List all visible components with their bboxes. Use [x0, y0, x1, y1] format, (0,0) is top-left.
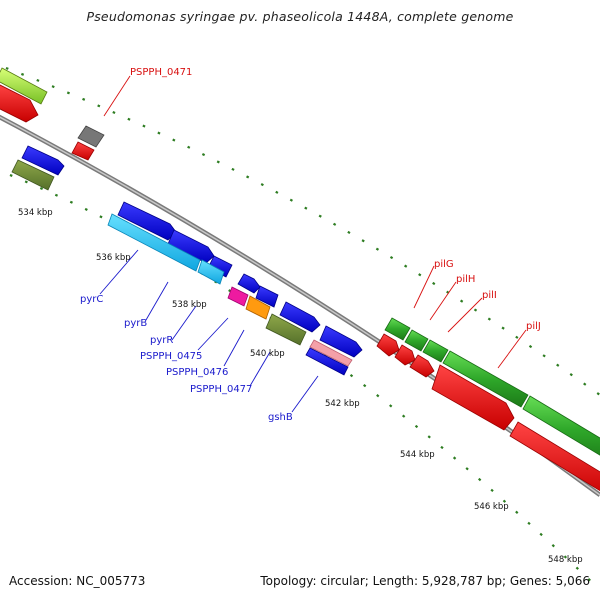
- map-title: Pseudomonas syringae pv. phaseolicola 14…: [86, 9, 514, 24]
- gene-arrow: [522, 395, 600, 456]
- gene-label-pili: pilI: [482, 290, 497, 301]
- gene-arrow: [409, 354, 435, 378]
- gene-arrow: [394, 344, 416, 366]
- gene-label-pyrr: pyrR: [150, 335, 173, 346]
- scale-labels: 534 kbp 536 kbp 538 kbp 540 kbp 542 kbp …: [18, 208, 583, 565]
- cds-bar: [107, 213, 201, 272]
- scale-label: 538 kbp: [172, 300, 207, 310]
- accession-text: Accession: NC_005773: [9, 574, 146, 588]
- gene-label-pspph-0477: PSPPH_0477: [190, 384, 252, 395]
- scale-label: 536 kbp: [96, 253, 131, 263]
- scale-label: 544 kbp: [400, 450, 435, 460]
- gene-arrow: [0, 84, 39, 123]
- scale-label: 534 kbp: [18, 208, 53, 218]
- gene-track-upper-left: [0, 67, 105, 191]
- gene-label-gshb: gshB: [268, 412, 293, 423]
- scale-label: 540 kbp: [250, 349, 285, 359]
- gene-track-pil-operon: [376, 317, 600, 492]
- gene-arrow: [265, 313, 307, 346]
- gene-arrow: [376, 333, 400, 357]
- gene-arrow: [422, 339, 449, 363]
- gene-arrow: [167, 229, 215, 264]
- gene-label-pilj: pilJ: [526, 321, 541, 332]
- gene-arrow: [442, 350, 529, 408]
- gene-arrow: [319, 325, 363, 358]
- cds-bar: [197, 259, 225, 285]
- scale-label: 546 kbp: [474, 502, 509, 512]
- gene-arrow: [77, 125, 105, 148]
- gene-labels: PSPPH_0471 pyrC pyrB pyrR PSPPH_0475 PSP…: [80, 67, 541, 423]
- gene-label-pspph-0475: PSPPH_0475: [140, 351, 202, 362]
- gene-label-pspph-0471: PSPPH_0471: [130, 67, 192, 78]
- gene-arrow: [309, 339, 353, 367]
- gene-label-pspph-0476: PSPPH_0476: [166, 367, 228, 378]
- gene-arrow: [11, 159, 55, 191]
- gene-arrow: [0, 67, 48, 105]
- gene-label-pyrb: pyrB: [124, 318, 147, 329]
- gene-arrow: [237, 273, 261, 294]
- gene-label-pilh: pilH: [456, 274, 475, 285]
- gene-arrow: [227, 286, 249, 307]
- gene-arrow: [509, 421, 600, 492]
- gene-arrow: [71, 141, 95, 161]
- gene-label-pyrc: pyrC: [80, 294, 103, 305]
- tick-ring-outer: [5, 66, 600, 396]
- tick-ring-inner: [9, 173, 600, 591]
- gene-arrow: [384, 317, 411, 341]
- gene-arrow: [21, 145, 65, 176]
- gene-arrow: [305, 347, 349, 376]
- gene-label-pilg: pilG: [434, 259, 454, 270]
- gene-arrow: [431, 364, 515, 431]
- gene-arrow: [245, 295, 271, 320]
- gene-track-middle: [107, 201, 363, 376]
- gene-arrow: [255, 285, 279, 308]
- topology-text: Topology: circular; Length: 5,928,787 bp…: [260, 574, 590, 588]
- gene-arrow: [279, 301, 321, 333]
- scale-label: 542 kbp: [325, 399, 360, 409]
- gene-arrow: [404, 329, 429, 352]
- label-leader-lines: [99, 75, 527, 413]
- scale-label: 548 kbp: [548, 555, 583, 565]
